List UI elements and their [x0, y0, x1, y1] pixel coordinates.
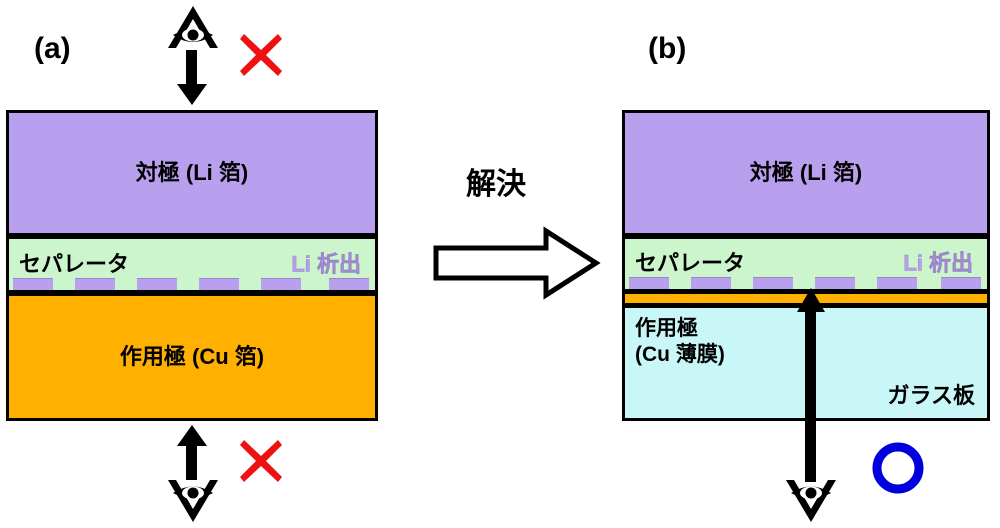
layer-counter-electrode-panel-b: 対極 (Li 箔): [622, 110, 990, 236]
li-deposit-nub: [13, 278, 53, 290]
li-deposit-nub: [199, 278, 239, 290]
li-deposition-label-panel-b: Li 析出: [903, 250, 973, 276]
view-direction-arrow-bottom-panel-a: [174, 424, 210, 480]
layer-separator-panel-b: セパレータ Li 析出: [622, 236, 990, 292]
li-deposit-nub: [941, 277, 981, 289]
li-deposit-nub: [137, 278, 177, 290]
layer-counter-electrode-panel-a: 対極 (Li 箔): [6, 110, 378, 236]
view-direction-arrow-bottom-panel-b: [793, 286, 829, 482]
circle-mark-icon-panel-b: [870, 440, 926, 496]
block-arrow-right-icon: [432, 226, 601, 300]
eye-icon-top-panel-a: [165, 4, 221, 50]
layer-counter-electrode-label-panel-b: 対極 (Li 箔): [749, 160, 863, 186]
layer-counter-electrode-label-panel-a: 対極 (Li 箔): [135, 160, 249, 186]
li-deposit-nub: [877, 277, 917, 289]
cross-mark-icon-top-panel-a: [238, 32, 284, 78]
layer-separator-panel-a: セパレータ Li 析出: [6, 236, 378, 293]
li-deposit-nub: [329, 278, 369, 290]
layer-glass-substrate-label-panel-b: ガラス板: [887, 383, 975, 408]
li-deposit-nub: [629, 277, 669, 289]
eye-icon-bottom-panel-a: [165, 478, 221, 524]
cross-mark-icon-bottom-panel-a: [238, 438, 284, 484]
layer-separator-label-panel-b: セパレータ: [635, 250, 746, 276]
panel-b-label: (b): [648, 32, 687, 65]
layer-working-electrode-panel-a: 作用極 (Cu 箔): [6, 293, 378, 421]
transition-label: 解決: [466, 168, 526, 201]
view-direction-arrow-top-panel-a: [174, 50, 210, 106]
li-deposit-nub: [815, 277, 855, 289]
layer-working-electrode-label-panel-a: 作用極 (Cu 箔): [119, 344, 265, 370]
li-deposit-nub: [261, 278, 301, 290]
li-deposit-nub: [691, 277, 731, 289]
li-deposit-nub: [753, 277, 793, 289]
li-deposition-label-panel-a: Li 析出: [291, 250, 361, 277]
panel-a-label: (a): [34, 32, 71, 65]
layer-separator-label-panel-a: セパレータ: [19, 250, 130, 276]
layer-working-electrode-label-panel-b: 作用極 (Cu 薄膜): [635, 317, 725, 367]
eye-icon-bottom-panel-b: [783, 478, 839, 524]
li-deposit-nub: [75, 278, 115, 290]
